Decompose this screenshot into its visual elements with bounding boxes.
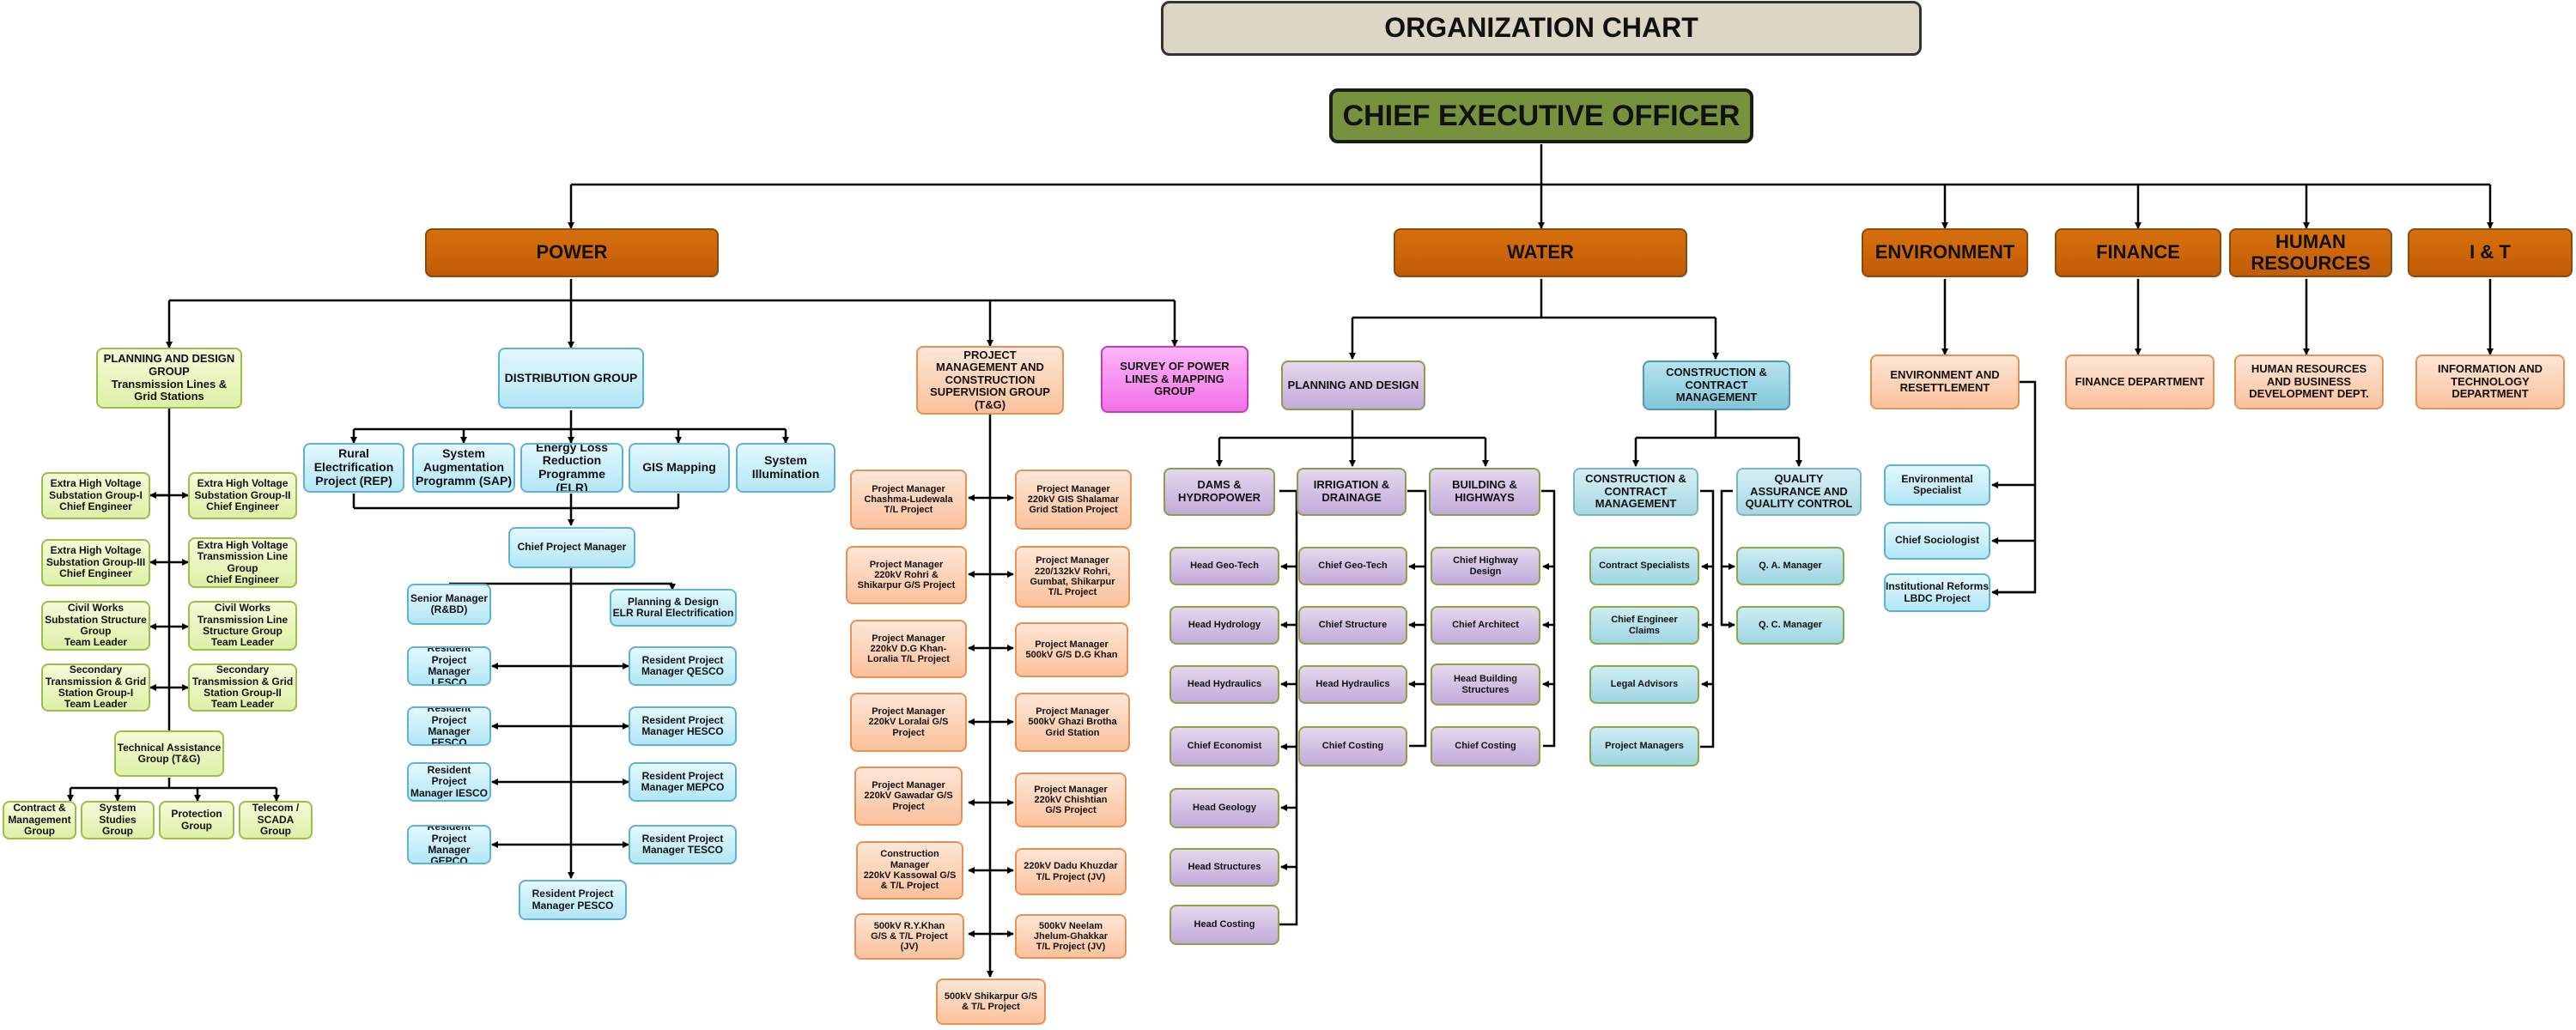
dams-item: Head Geology [1170, 788, 1279, 828]
distribution-program: GIS Mapping [629, 443, 730, 493]
project-manager-item: Project Manager 220kV D.G Khan- Loralia … [850, 620, 967, 678]
resident-project-manager: Resident Project Manager QESCO [629, 646, 737, 686]
dams-item: Head Hydraulics [1170, 665, 1279, 704]
ta-subgroup: System Studies Group [81, 801, 155, 839]
water-planning-design: PLANNING AND DESIGN [1281, 360, 1425, 410]
building-item: Chief Costing [1431, 726, 1540, 766]
dams-item: Head Geo-Tech [1170, 547, 1279, 585]
building-item: Chief Highway Design [1431, 547, 1540, 585]
ccm-item: Project Managers [1589, 726, 1699, 766]
environment-item: Chief Sociologist [1884, 522, 1990, 560]
technical-assistance-group: Technical Assistance Group (T&G) [114, 730, 224, 777]
project-manager-item: Project Manager 500kV G/S D.G Khan [1015, 622, 1128, 677]
planning-design-group: PLANNING AND DESIGN GROUP Transmission L… [96, 348, 242, 409]
division-power: POWER [425, 228, 719, 277]
chart-title: ORGANIZATION CHART [1161, 1, 1922, 56]
project-management-group: PROJECT MANAGEMENT AND CONSTRUCTION SUPE… [916, 346, 1064, 415]
qa-qc-subgroup: QUALITY ASSURANCE AND QUALITY CONTROL [1736, 468, 1862, 516]
irrigation-item: Head Hydraulics [1298, 665, 1407, 704]
planning-right-item: Civil Works Transmission Line Structure … [188, 601, 297, 651]
project-manager-item: 220kV Dadu Khuzdar T/L Project (JV) [1015, 848, 1127, 895]
distribution-group: DISTRIBUTION GROUP [498, 348, 644, 409]
project-manager-item: Project Manager 220kV Gawadar G/S Projec… [854, 766, 963, 826]
finance-department: FINANCE DEPARTMENT [2065, 354, 2215, 409]
survey-mapping-group: SURVEY OF POWER LINES & MAPPING GROUP [1101, 346, 1249, 413]
dams-item: Head Costing [1170, 905, 1279, 945]
irrigation-item: Chief Geo-Tech [1298, 547, 1407, 585]
it-department: INFORMATION AND TECHNOLOGY DEPARTMENT [2415, 354, 2565, 409]
project-manager-item: 500kV Shikarpur G/S & T/L Project [936, 978, 1046, 1025]
planning-left-item: Secondary Transmission & Grid Station Gr… [41, 663, 150, 712]
resident-project-manager: Resident Project Manager IESCO [407, 762, 491, 802]
environment-resettlement: ENVIRONMENT AND RESETTLEMENT [1870, 354, 2020, 409]
planning-left-item: Civil Works Substation Structure Group T… [41, 601, 150, 651]
division-finance: FINANCE [2055, 228, 2221, 277]
division-environment: ENVIRONMENT [1862, 228, 2028, 277]
environment-item: Environmental Specialist [1884, 464, 1990, 506]
resident-project-manager: Resident Project Manager TESCO [629, 825, 737, 864]
senior-manager-rbd: Senior Manager (R&BD) [407, 584, 491, 625]
ceo-box: CHIEF EXECUTIVE OFFICER [1329, 88, 1753, 143]
planning-right-item: Secondary Transmission & Grid Station Gr… [188, 663, 297, 712]
project-manager-item: Construction Manager 220kV Kassowal G/S … [856, 841, 963, 900]
planning-right-item: Extra High Voltage Substation Group-II C… [188, 472, 297, 519]
hr-department: HUMAN RESOURCES AND BUSINESS DEVELOPMENT… [2234, 354, 2384, 409]
distribution-program: System Augmentation Programm (SAP) [412, 443, 515, 493]
distribution-program: System Illumination [736, 443, 835, 493]
construction-contract-management: CONSTRUCTION & CONTRACT MANAGEMENT [1643, 360, 1790, 410]
division-water: WATER [1394, 228, 1687, 277]
irrigation-drainage: IRRIGATION & DRAINAGE [1297, 468, 1406, 516]
project-manager-item: 500kV Neelam Jhelum-Ghakkar T/L Project … [1015, 914, 1127, 959]
qa-item: Q. A. Manager [1736, 547, 1844, 585]
project-manager-item: Project Manager 500kV Ghazi Brotha Grid … [1015, 693, 1130, 752]
planning-design-elr: Planning & Design ELR Rural Electrificat… [610, 589, 737, 627]
dams-item: Chief Economist [1170, 726, 1279, 766]
ta-subgroup: Protection Group [159, 801, 234, 839]
ta-subgroup: Telecom / SCADA Group [239, 801, 313, 839]
planning-right-item: Extra High Voltage Transmission Line Gro… [188, 537, 297, 588]
project-manager-item: Project Manager 220/132kV Rohri, Gumbat,… [1015, 546, 1130, 608]
qa-item: Q. C. Manager [1736, 606, 1844, 645]
resident-project-manager: Resident Project Manager FESCO [407, 706, 491, 746]
irrigation-item: Chief Costing [1298, 726, 1407, 766]
dams-item: Head Structures [1170, 848, 1279, 887]
project-manager-item: Project Manager 220kV Rohri & Shikarpur … [846, 546, 967, 604]
planning-left-item: Extra High Voltage Substation Group-I Ch… [41, 472, 150, 519]
building-item: Head Building Structures [1431, 663, 1540, 706]
building-highways: BUILDING & HIGHWAYS [1429, 468, 1540, 516]
project-manager-item: 500kV R.Y.Khan G/S & T/L Project (JV) [854, 913, 964, 960]
distribution-program: Rural Electrification Project (REP) [303, 443, 404, 493]
division-i-and-t: I & T [2408, 228, 2573, 277]
chief-project-manager: Chief Project Manager [508, 527, 635, 568]
project-manager-item: Project Manager Chashma-Ludewala T/L Pro… [850, 470, 967, 530]
planning-left-item: Extra High Voltage Substation Group-III … [41, 539, 150, 586]
resident-project-manager: Resident Project Manager MEPCO [629, 762, 737, 802]
ccm-item: Chief Engineer Claims [1589, 606, 1699, 645]
resident-project-manager: Resident Project Manager LESCO [407, 646, 491, 686]
dams-hydropower: DAMS & HYDROPOWER [1163, 468, 1275, 516]
ta-subgroup: Contract & Management Group [3, 801, 76, 839]
resident-project-manager: Resident Project Manager GEPCO [407, 825, 491, 864]
distribution-program: Energy Loss Reduction Programme (ELR) [520, 443, 623, 493]
ccm-item: Contract Specialists [1589, 547, 1699, 585]
project-manager-item: Project Manager 220kV Loralai G/S Projec… [850, 693, 967, 752]
division-human-resources: HUMAN RESOURCES [2229, 228, 2392, 277]
ccm-subgroup: CONSTRUCTION & CONTRACT MANAGEMENT [1573, 468, 1698, 516]
building-item: Chief Architect [1431, 606, 1540, 645]
project-manager-item: Project Manager 220kV Chishtian G/S Proj… [1015, 772, 1127, 827]
resident-project-manager-pesco: Resident Project Manager PESCO [519, 880, 627, 920]
resident-project-manager: Resident Project Manager HESCO [629, 706, 737, 746]
project-manager-item: Project Manager 220kV GIS Shalamar Grid … [1015, 470, 1132, 530]
irrigation-item: Chief Structure [1298, 606, 1407, 645]
ccm-item: Legal Advisors [1589, 665, 1699, 704]
dams-item: Head Hydrology [1170, 606, 1279, 645]
environment-item: Institutional Reforms LBDC Project [1884, 573, 1990, 612]
